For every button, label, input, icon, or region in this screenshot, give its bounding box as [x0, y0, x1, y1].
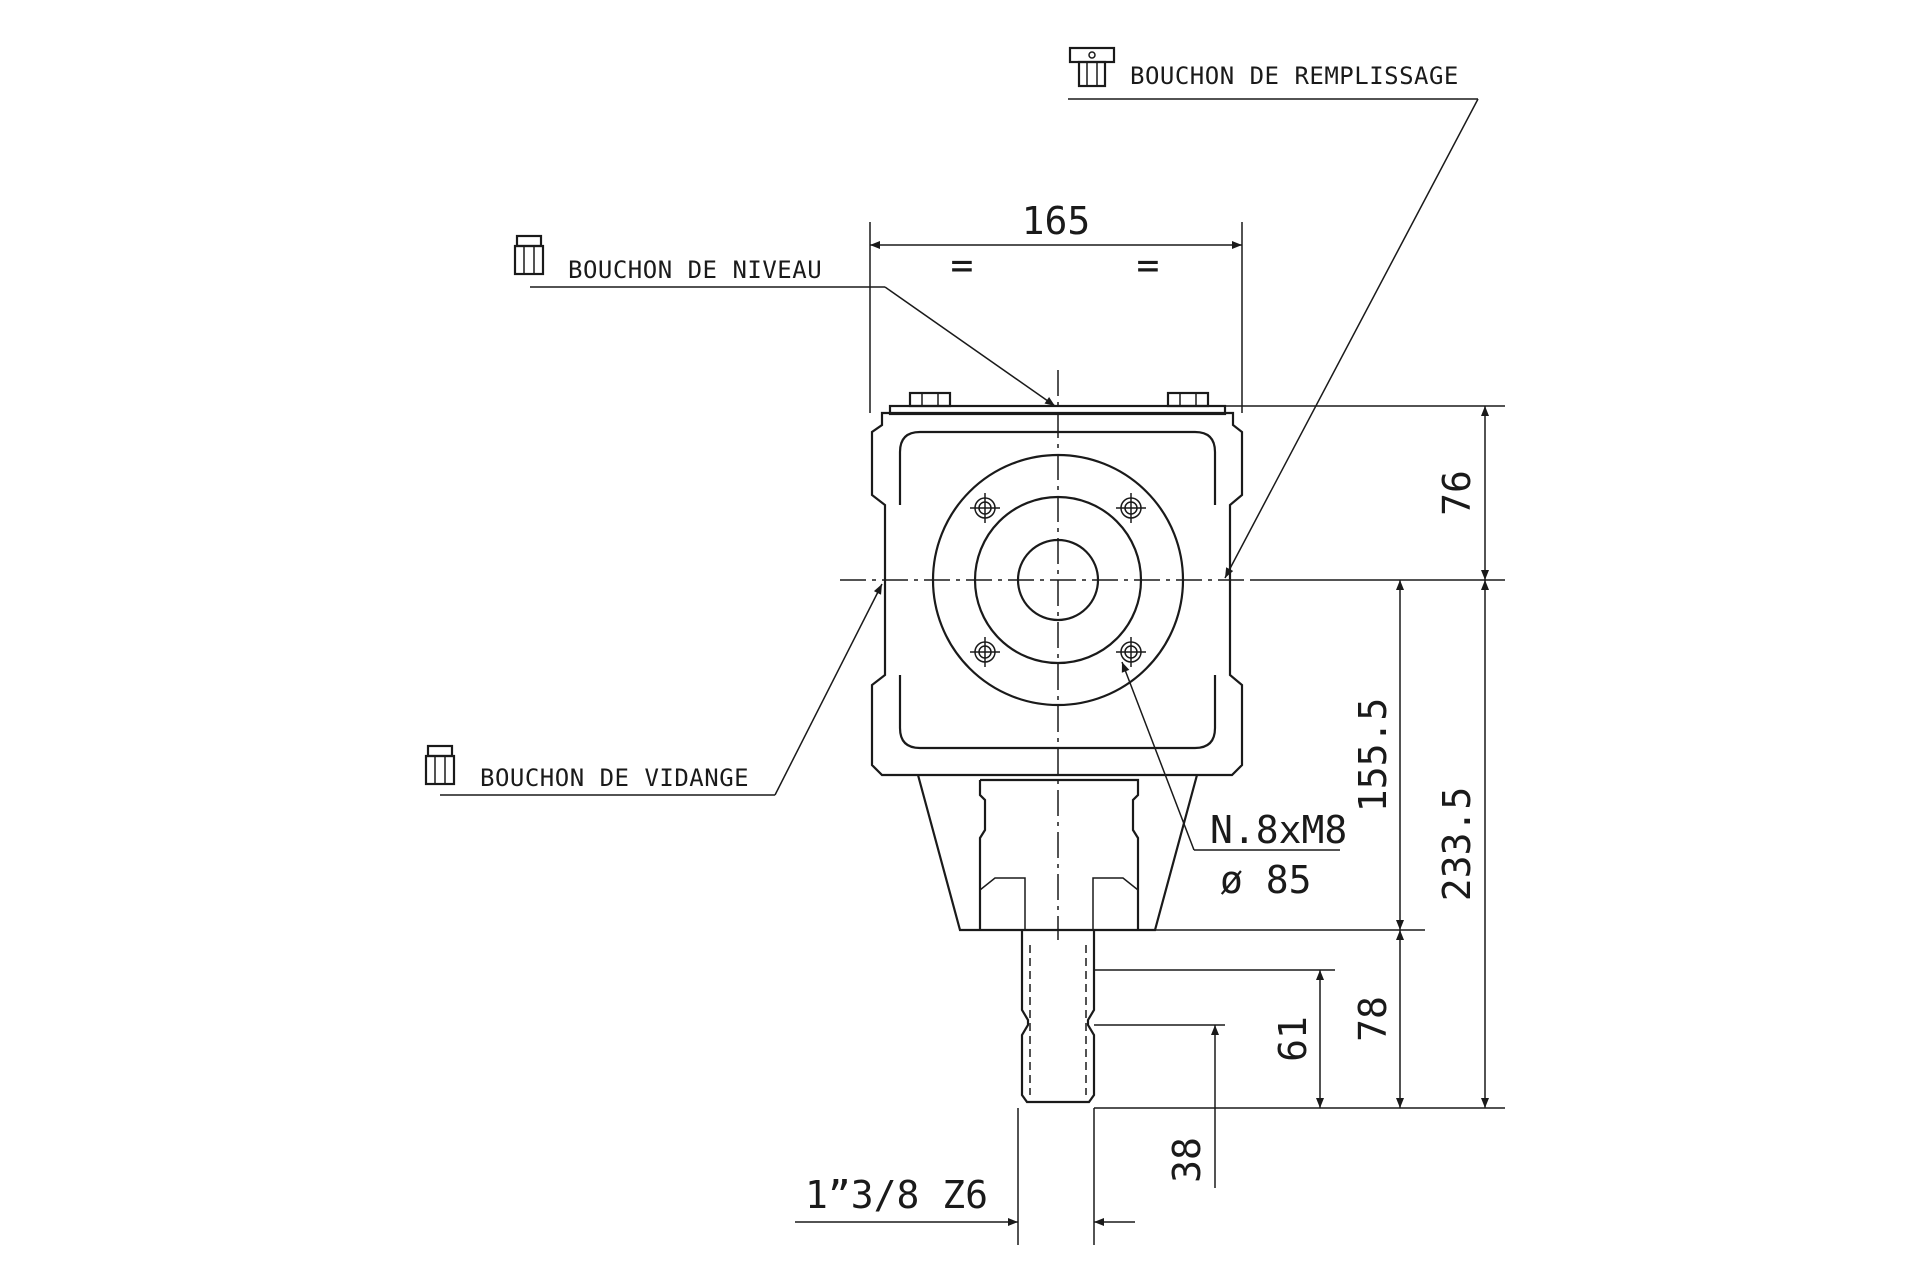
neck-inner-boss [978, 778, 1140, 930]
gearbox-body [840, 370, 1425, 1104]
housing-outline [870, 411, 1244, 777]
dimension-thread-length: 38 [1165, 1025, 1219, 1188]
dimension-width-value: 165 [1022, 199, 1091, 243]
level-plug-label: BOUCHON DE NIVEAU [568, 256, 822, 284]
dimension-shaft-diameter: 1”3/8 Z6 [795, 1108, 1135, 1245]
dimension-axis-to-flange-value: 155.5 [1351, 698, 1395, 812]
drain-plug-callout: BOUCHON DE VIDANGE [424, 583, 883, 796]
bolt-hole [1116, 493, 1146, 523]
bolt-hole [1116, 637, 1146, 667]
dimension-spline-length-value: 61 [1271, 1016, 1315, 1062]
top-plug-right [1166, 391, 1210, 408]
shaft-spec-label: 1”3/8 Z6 [805, 1173, 988, 1217]
drain-plug-label: BOUCHON DE VIDANGE [480, 764, 749, 792]
bolt-hole [970, 493, 1000, 523]
dimension-top-to-axis: 76 [1435, 406, 1489, 580]
bolt-hole [970, 637, 1000, 667]
pitch-diameter-label: ø 85 [1220, 858, 1312, 902]
neck-shoulder-right [1092, 877, 1139, 930]
holes-spec-label: N.8xM8 [1210, 808, 1347, 852]
dimension-axis-to-flange: 155.5 [1351, 580, 1404, 930]
fill-plug-label: BOUCHON DE REMPLISSAGE [1130, 62, 1459, 90]
fill-plug-callout: BOUCHON DE REMPLISSAGE [1068, 46, 1479, 579]
plug-icon [1068, 46, 1116, 88]
level-plug-callout: BOUCHON DE NIVEAU [513, 234, 1056, 407]
equal-mark-right: = [1137, 243, 1160, 287]
plug-icon [424, 744, 456, 786]
output-shaft [1020, 930, 1096, 1104]
dimension-total-height-value: 233.5 [1435, 787, 1479, 901]
equal-mark-left: = [951, 243, 974, 287]
dimension-width: 165 = = [869, 199, 1243, 413]
dimension-top-to-axis-value: 76 [1435, 470, 1479, 516]
top-plug-left [908, 391, 952, 408]
neck-shoulder-left [979, 877, 1026, 930]
dimension-spline-length: 61 [1271, 970, 1324, 1108]
holes-note: N.8xM8 ø 85 [1121, 661, 1347, 902]
dimension-shaft-length: 78 [1351, 930, 1404, 1108]
dimension-thread-length-value: 38 [1165, 1137, 1209, 1183]
plug-icon [513, 234, 545, 276]
dimension-shaft-length-value: 78 [1351, 996, 1395, 1042]
dimension-total-height: 233.5 [1435, 580, 1489, 1108]
